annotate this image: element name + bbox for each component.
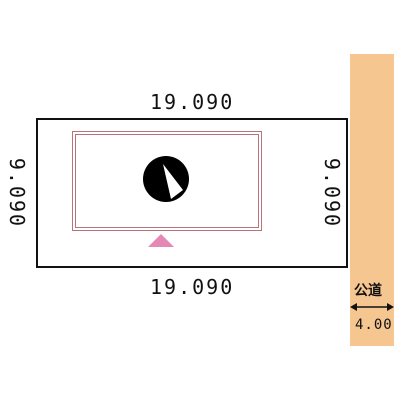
road-label: 公道 [354,283,382,299]
double-arrow-icon [350,303,394,311]
north-arrow-icon [143,156,189,202]
road-width-value: 4.00 [355,317,393,333]
dimension-top: 19.090 [150,90,235,114]
dimension-bottom: 19.090 [150,275,235,299]
dimension-left: 9.090 [5,157,29,229]
dimension-right: 9.090 [320,157,344,229]
building-footprint [72,131,262,231]
public-road [350,54,394,346]
lot-boundary [36,118,348,268]
entrance-triangle-icon [148,234,174,247]
